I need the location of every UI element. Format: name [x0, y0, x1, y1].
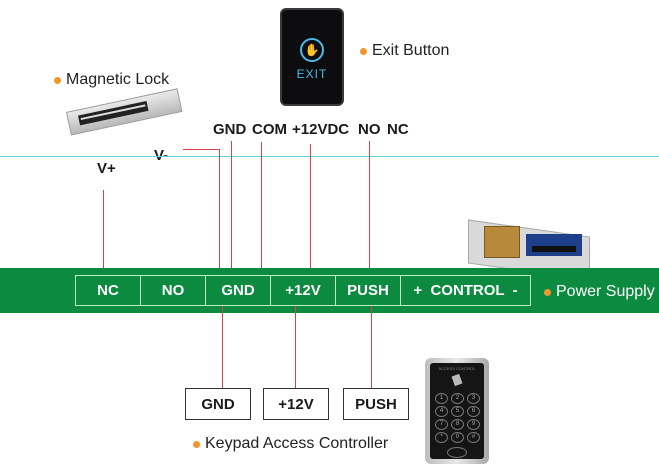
keypad-key: *: [435, 432, 448, 443]
brand-text: ACCESS CONTROL: [438, 366, 476, 371]
terminal-nc: NC: [75, 275, 141, 306]
pin-label-gnd: GND: [213, 121, 247, 138]
card-reader-icon: [451, 373, 463, 387]
pin-label-v-minus: V-: [154, 147, 169, 164]
bullet-icon: [544, 288, 551, 296]
guide-line: [0, 156, 659, 157]
keypad-key: 1: [435, 393, 448, 404]
terminal-push: PUSH: [335, 275, 401, 306]
keypad-key: 6: [467, 406, 480, 417]
pin-label-no: NO: [358, 121, 381, 138]
keypad-label: Keypad Access Controller: [205, 435, 389, 452]
keypad-key: 5: [451, 406, 464, 417]
pin-label-v-plus: V+: [97, 160, 116, 177]
pin-label-nc: NC: [387, 121, 409, 138]
keypad-key: #: [467, 432, 480, 443]
terminal-gnd: GND: [205, 275, 271, 306]
wire-gnd: [231, 141, 232, 276]
terminal-no: NO: [140, 275, 206, 306]
terminal-12v: +12V: [270, 275, 336, 306]
magnetic-lock-label: Magnetic Lock: [66, 71, 170, 88]
keypad-key: 7: [435, 419, 448, 430]
keypad-pin-12v: +12V: [263, 388, 329, 420]
wire-no: [369, 141, 370, 276]
bell-key: [447, 447, 467, 458]
keypad-key: 4: [435, 406, 448, 417]
exit-button-caption: Exit Button: [360, 42, 449, 60]
wire-v-plus: [103, 190, 104, 276]
wire-12vdc: [310, 144, 311, 276]
wire-v-minus: [219, 149, 220, 276]
bullet-icon: [360, 47, 367, 55]
keypad-key: 2: [451, 393, 464, 404]
keypad-caption: Keypad Access Controller: [193, 435, 388, 453]
exit-button-label: Exit Button: [372, 42, 450, 59]
keypad-pin-gnd: GND: [185, 388, 251, 420]
keypad-pin-push: PUSH: [343, 388, 409, 420]
bullet-icon: [54, 76, 61, 84]
wire-keypad-gnd: [222, 306, 223, 389]
keypad-key: 3: [467, 393, 480, 404]
exit-text: EXIT: [296, 67, 328, 81]
power-supply-caption: Power Supply: [544, 283, 655, 301]
hand-icon: ✋: [300, 38, 324, 62]
wire-com: [261, 142, 262, 276]
terminal-control: + CONTROL -: [400, 275, 531, 306]
magnetic-lock-caption: Magnetic Lock: [54, 71, 169, 89]
keypad-key: 0: [451, 432, 464, 443]
power-supply-label: Power Supply: [556, 283, 655, 300]
bullet-icon: [193, 440, 200, 448]
keypad-key: 8: [451, 419, 464, 430]
exit-button-image: ✋ EXIT: [280, 8, 344, 106]
wire-v-minus-h: [183, 149, 220, 150]
magnetic-lock-image: [66, 88, 183, 136]
power-supply-image: [462, 208, 602, 281]
wire-keypad-12v: [295, 306, 296, 389]
pin-label-12vdc: +12VDC: [292, 121, 350, 138]
keypad-key: 9: [467, 419, 480, 430]
wire-keypad-push: [371, 306, 372, 389]
pin-label-com: COM: [252, 121, 287, 138]
